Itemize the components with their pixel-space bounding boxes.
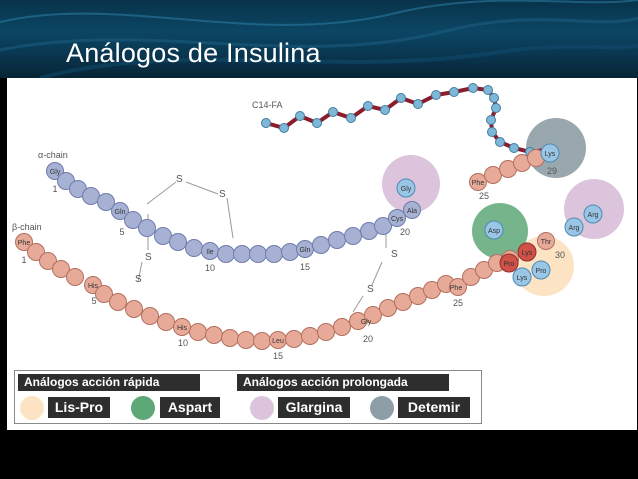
native-pro-code: Pro [504, 261, 515, 268]
beta-chain-label: β-chain [12, 222, 42, 232]
beta-num-15: 15 [273, 351, 283, 361]
alpha-num-20: 20 [400, 227, 410, 237]
legend-prolonged-title: Análogos acción prolongada [237, 374, 449, 391]
beta-res-25-code: Phe [450, 285, 463, 292]
alpha-res-10-code: Ile [206, 249, 214, 256]
legend-glargine-swatch [250, 396, 274, 420]
legend-rapid-title: Análogos acción rápida [18, 374, 200, 391]
beta-res-15-code: Leu [272, 338, 284, 345]
slide-title: Análogos de Insulina [66, 38, 321, 68]
beta-res-1-code: Phe [18, 240, 31, 247]
alpha-res-21-code: Ala [407, 208, 417, 215]
slide-footer [0, 430, 638, 479]
legend-detemir-swatch [370, 396, 394, 420]
glargine-arg-1-code: Arg [569, 225, 580, 232]
fatty-acid-label: C14-FA [252, 100, 283, 110]
legend-lispro-label: Lis-Pro [48, 397, 110, 418]
beta-res-10-code: His [177, 325, 188, 332]
detemir-num-29: 29 [547, 166, 557, 176]
legend-glargine-label: Glargina [278, 397, 350, 418]
glargine-gly-code: Gly [401, 186, 412, 193]
beta-num-10: 10 [178, 338, 188, 348]
fatty-acid-atoms [261, 83, 535, 157]
alpha-res-15-code: Gln [300, 247, 311, 254]
header-swirl-decoration [0, 0, 638, 78]
disulfide-s-6: S [367, 284, 374, 295]
disulfide-s-1: S [176, 174, 183, 185]
legend-aspart-swatch [131, 396, 155, 420]
beta-res-20-code: Gly [361, 319, 372, 326]
beta-res-30-code: Thr [541, 239, 552, 246]
alpha-num-10: 10 [205, 263, 215, 273]
lispro-lys-code: Lys [517, 275, 528, 282]
beta-num-30: 30 [555, 250, 565, 260]
alpha-chain-residues [46, 162, 421, 263]
alpha-res-1-code: Gly [50, 169, 61, 176]
disulfide-s-4: S [135, 274, 142, 285]
alpha-num-5: 5 [119, 227, 124, 237]
beta-chain-residues [15, 149, 555, 350]
legend-aspart-label: Aspart [160, 397, 220, 418]
beta-num-5: 5 [91, 296, 96, 306]
legend-detemir-label: Detemir [398, 397, 470, 418]
beta-num-1: 1 [21, 255, 26, 265]
legend-lispro-swatch [20, 396, 44, 420]
beta-num-25: 25 [453, 298, 463, 308]
detemir-num-25: 25 [479, 191, 489, 201]
disulfide-s-3: S [145, 252, 152, 263]
alpha-res-20-code: Cys [391, 216, 404, 223]
beta-num-20: 20 [363, 334, 373, 344]
alpha-chain-label: α-chain [38, 150, 68, 160]
alpha-res-5-code: Gln [115, 209, 126, 216]
alpha-num-1: 1 [52, 184, 57, 194]
detemir-phe-code: Phe [472, 180, 485, 187]
analog-substituted-residues [484, 143, 603, 287]
slide-header: Análogos de Insulina [0, 0, 638, 78]
detemir-lys-code: Lys [545, 151, 556, 158]
glargine-arg-2-code: Arg [588, 212, 599, 219]
lispro-pro-code: Pro [536, 268, 547, 275]
disulfide-s-5: S [391, 249, 398, 260]
alpha-num-15: 15 [300, 262, 310, 272]
aspart-asp-code: Asp [488, 228, 500, 235]
insulin-structure-svg: C14-FA S S S S S S α-chain [12, 83, 624, 361]
disulfide-s-2: S [219, 189, 226, 200]
fatty-acid-backbone [265, 85, 546, 155]
insulin-diagram: C14-FA S S S S S S α-chain [7, 78, 637, 430]
native-lys-code: Lys [522, 250, 533, 257]
beta-res-5-code: His [88, 283, 99, 290]
